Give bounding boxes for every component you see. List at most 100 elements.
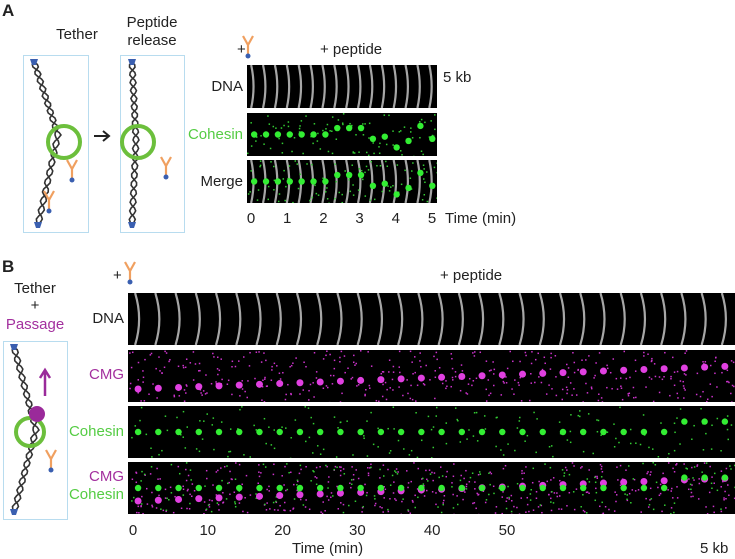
time-tick-label: 20 <box>274 522 291 539</box>
plus-antibody-a: + <box>237 41 246 58</box>
cohesin-spot <box>559 428 567 436</box>
surface-anchor-icon <box>30 59 38 65</box>
dna-frame <box>417 293 424 345</box>
cmg-spot <box>195 495 203 503</box>
cohesin-spot <box>381 133 388 140</box>
cohesin-spot <box>600 484 607 492</box>
cohesin-spot <box>393 191 400 198</box>
cmg-spot <box>377 376 385 384</box>
time-tick-label: 1 <box>283 210 292 227</box>
time-tick-label: 50 <box>498 522 516 539</box>
row-label-cohesin: Cohesin <box>187 126 243 143</box>
cohesin-spot <box>155 428 162 436</box>
cmg-spot <box>660 365 668 373</box>
cmg-spot <box>620 366 628 374</box>
dna-frame <box>214 293 222 345</box>
cmg-spot <box>519 370 527 378</box>
dna-helix-icon <box>30 59 62 228</box>
dna-frame <box>345 65 350 108</box>
cohesin-spot <box>155 484 162 492</box>
time-tick-label: 3 <box>355 210 364 227</box>
dna-frame <box>321 65 326 108</box>
cohesin-spot <box>458 484 466 492</box>
cmg-helicase-icon <box>29 406 45 422</box>
cohesin-spot <box>296 428 304 436</box>
cohesin-spot <box>322 178 329 185</box>
cohesin-spot <box>438 428 445 436</box>
dna-frame <box>428 65 433 108</box>
dna-frame <box>134 293 141 345</box>
dna-frame <box>416 160 421 203</box>
scale-bar-label-b: 5 kb <box>700 540 729 557</box>
cmg-spot <box>701 363 709 371</box>
cohesin-spot <box>559 484 567 492</box>
cohesin-spot <box>296 484 304 492</box>
dna-frame <box>457 293 464 345</box>
kymograph-cohesin <box>247 113 437 156</box>
cohesin-ring-icon <box>14 416 46 448</box>
cmg-spot <box>296 379 304 387</box>
dna-frame <box>154 293 161 345</box>
cmg-spot <box>640 366 648 373</box>
cohesin-spot <box>274 131 282 138</box>
cmg-spot <box>680 364 688 372</box>
cohesin-spot <box>256 428 263 436</box>
cmg-spot <box>579 368 587 376</box>
cohesin-spot <box>377 428 385 436</box>
dna-frame <box>392 65 398 108</box>
dna-frame <box>404 160 410 203</box>
surface-anchor-icon <box>128 59 136 65</box>
dna-frame <box>368 65 374 108</box>
cohesin-spot <box>620 484 627 492</box>
cohesin-spot <box>256 484 263 492</box>
tether-title: Tether <box>56 26 98 43</box>
cohesin-spot <box>195 428 202 436</box>
dna-frame <box>336 293 343 345</box>
dna-frame <box>273 65 279 108</box>
cohesin-spot <box>175 428 182 436</box>
cmg-spot <box>175 495 183 503</box>
arrow-right-icon <box>94 130 111 142</box>
cohesin-spot <box>215 484 223 492</box>
cohesin-spot <box>580 484 587 492</box>
cohesin-spot <box>721 418 729 425</box>
cohesin-spot <box>322 131 329 138</box>
time-tick-label: 5 <box>427 210 437 227</box>
time-tick-label: 2 <box>319 210 328 227</box>
cohesin-spot <box>397 428 405 436</box>
antibody-icon <box>45 449 57 473</box>
dna-frame <box>380 65 386 108</box>
dna-frame <box>404 65 410 108</box>
cohesin-spot <box>316 484 324 492</box>
cohesin-spot <box>310 131 317 138</box>
cohesin-spot <box>310 178 317 185</box>
cohesin-spot <box>405 184 412 192</box>
release-title-1: Peptide <box>126 14 178 31</box>
cohesin-ring-icon <box>120 124 156 160</box>
panel-a-label: A <box>2 1 15 20</box>
cmg-spot <box>276 492 284 500</box>
plus-peptide-b: + peptide <box>440 267 503 284</box>
dna-frame <box>392 160 398 203</box>
cmg-spot <box>660 477 668 485</box>
scale-bar-label-a: 5 kb <box>443 69 472 86</box>
cohesin-spot <box>274 178 282 185</box>
kymograph-merge-b <box>128 462 735 514</box>
cohesin-spot <box>236 484 243 492</box>
cohesin-spot <box>262 131 270 138</box>
time-tick-label: 0 <box>246 210 256 227</box>
cohesin-spot <box>499 428 506 436</box>
time-tick-label: 30 <box>349 522 366 539</box>
cohesin-spot <box>298 178 305 185</box>
dna-frame <box>250 65 255 108</box>
dna-frame <box>680 293 687 345</box>
cmg-spot <box>175 383 183 391</box>
cohesin-spot <box>640 428 648 436</box>
cohesin-spot <box>438 484 445 492</box>
row-label-cmg: CMG <box>89 366 124 383</box>
cmg-spot <box>599 367 607 375</box>
cmg-spot <box>640 478 648 485</box>
cohesin-spot <box>600 428 607 436</box>
cmg-spot <box>397 375 405 383</box>
